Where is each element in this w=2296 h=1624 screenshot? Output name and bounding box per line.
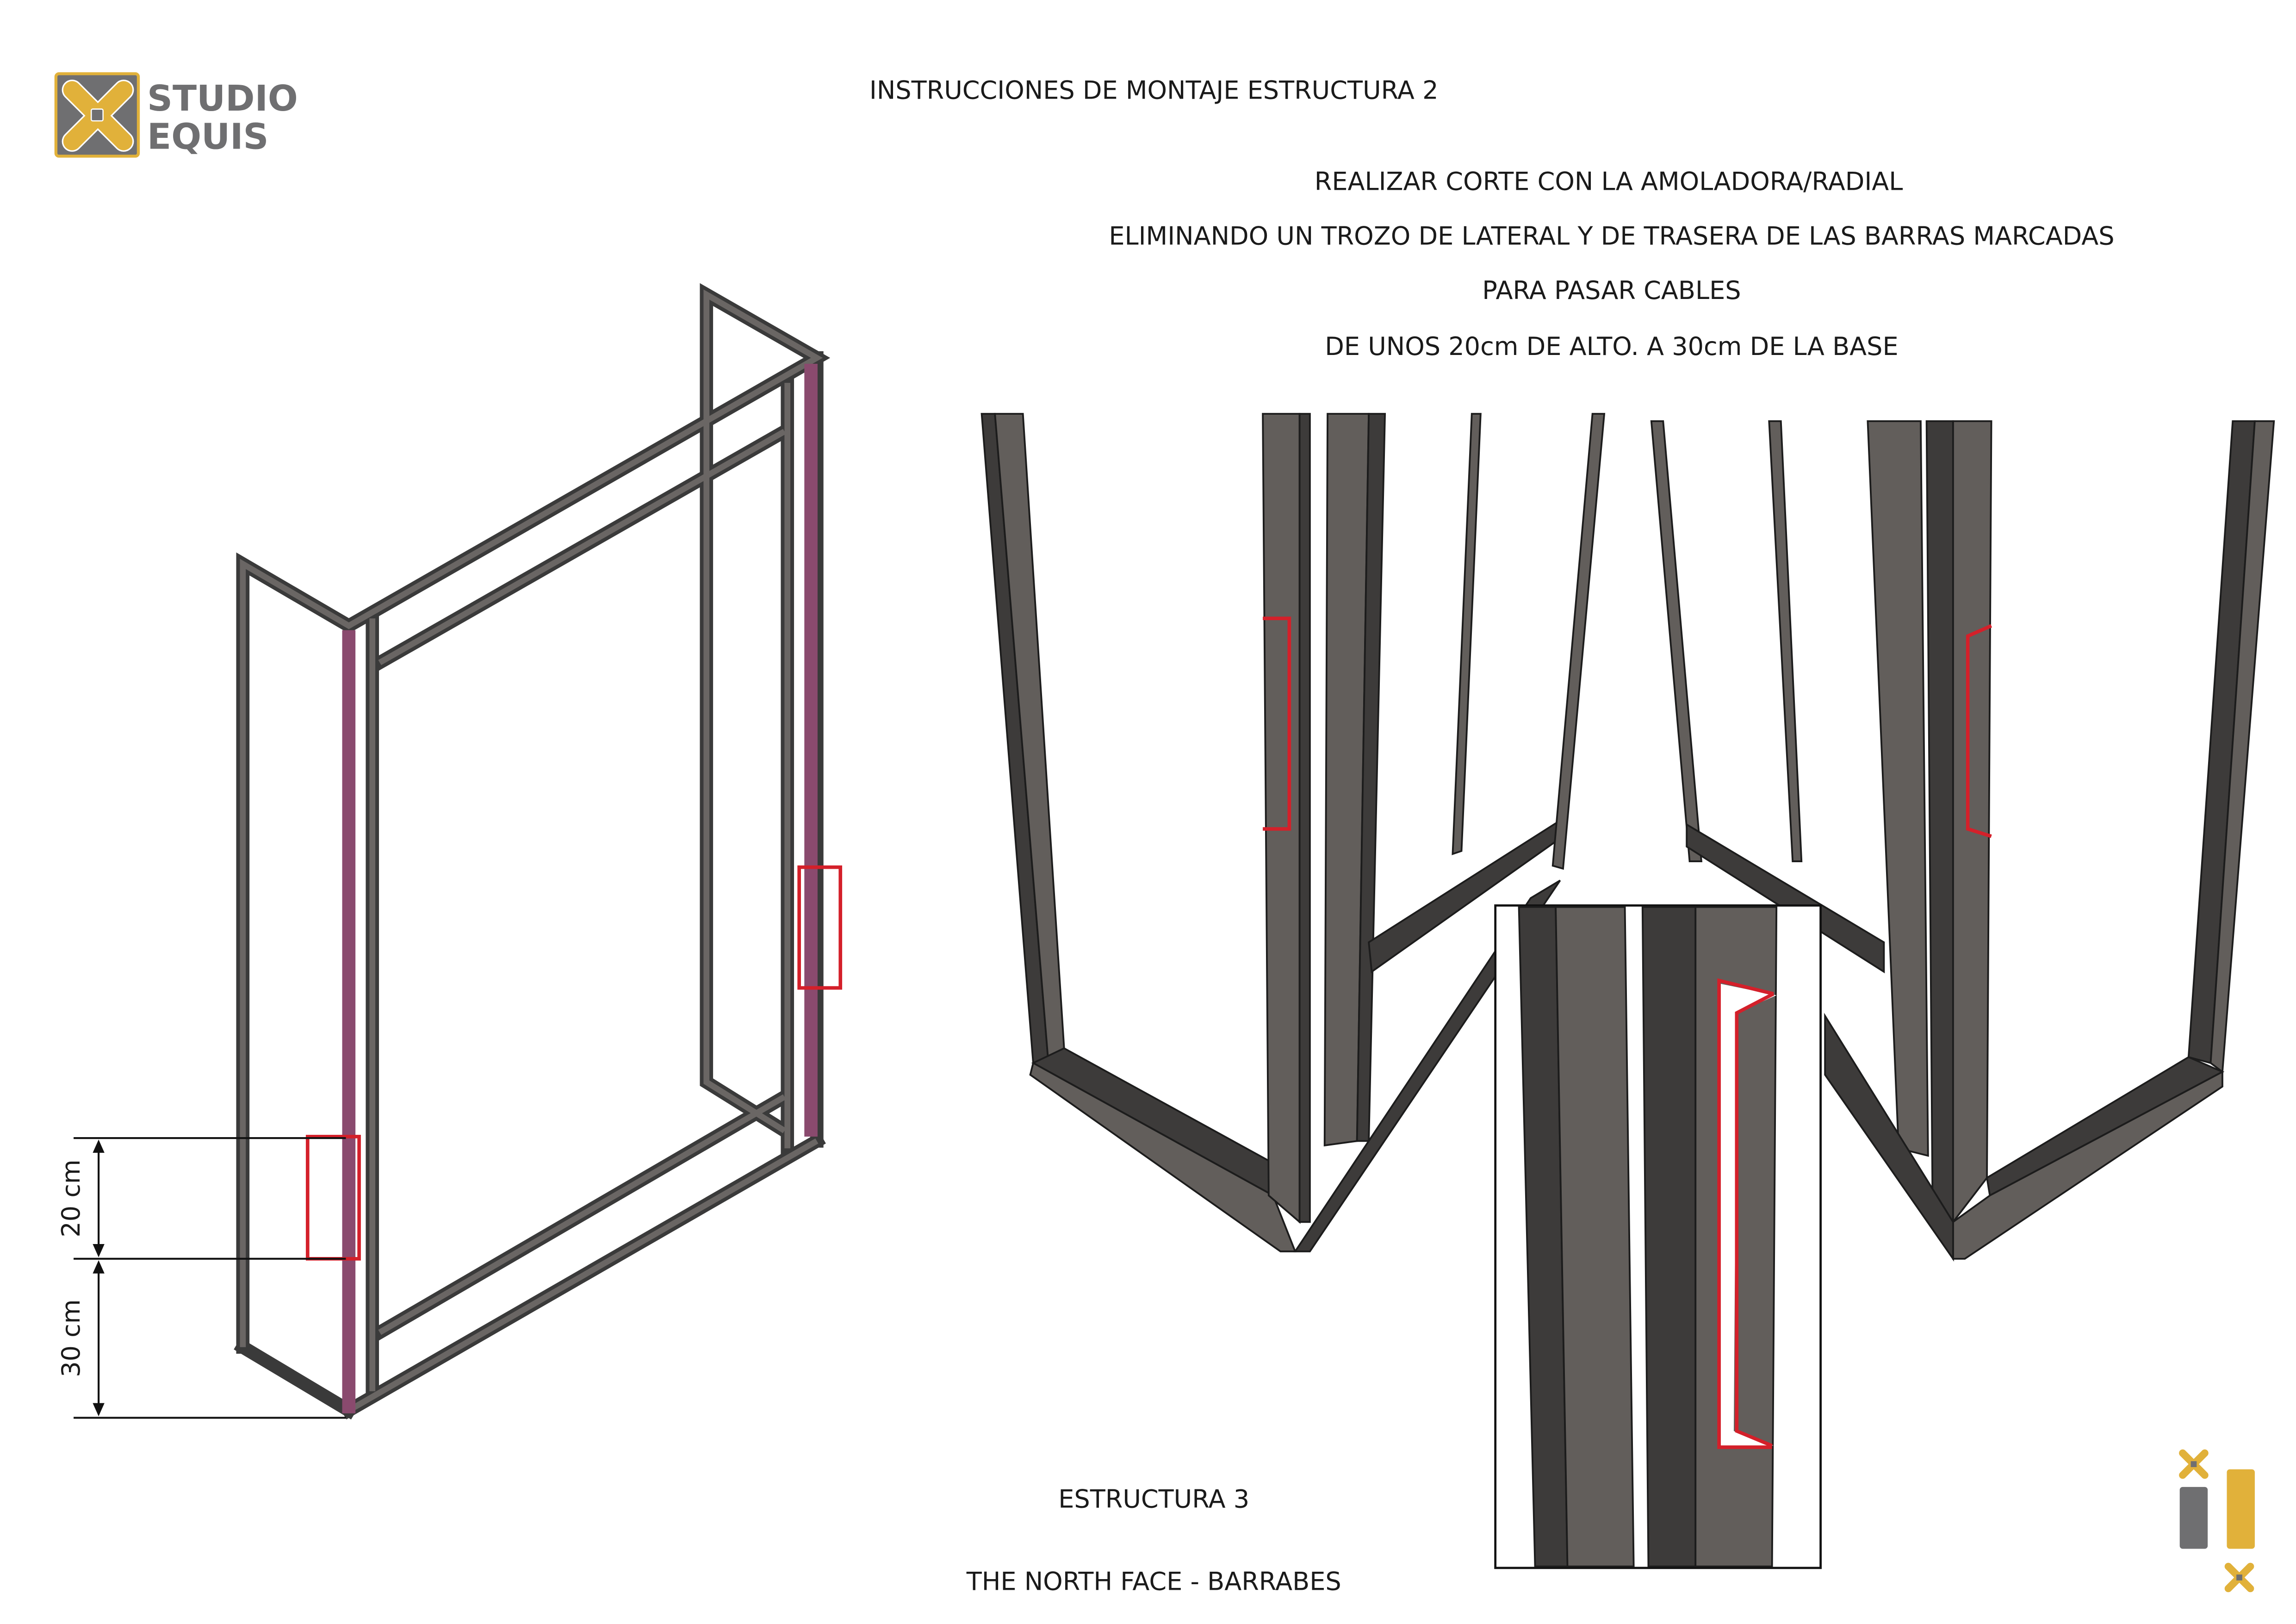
dimension-label-30: 30 cm [56, 1299, 86, 1377]
client-label: THE NORTH FACE - BARRABES [966, 1567, 1341, 1596]
instruction-line: PARA PASAR CABLES [1482, 276, 1741, 305]
instruction-line: ELIMINANDO UN TROZO DE LATERAL Y DE TRAS… [1109, 221, 2114, 250]
page-title: INSTRUCCIONES DE MONTAJE ESTRUCTURA 2 [869, 75, 1439, 105]
isometric-frame-diagram [234, 283, 843, 1420]
logo-x-icon [62, 80, 134, 152]
dimension-arrow-icon [93, 1139, 105, 1417]
instruction-line: REALIZAR CORTE CON LA AMOLADORA/RADIAL [1315, 167, 1903, 196]
instruction-line: DE UNOS 20cm DE ALTO. A 30cm DE LA BASE [1325, 332, 1898, 361]
cut-zone-marker [797, 865, 843, 990]
perspective-cut-detail [980, 413, 2275, 1262]
brand-mark-icon [2179, 1449, 2255, 1593]
dimension-label-20: 20 cm [56, 1159, 86, 1237]
logo-text-studio: STUDIO [147, 78, 298, 119]
structure-label: ESTRUCTURA 3 [1058, 1484, 1249, 1513]
dimension-lines: 20 cm 30 cm [56, 1137, 346, 1419]
instructions: REALIZAR CORTE CON LA AMOLADORA/RADIAL E… [1109, 167, 2114, 361]
studio-equis-logo: STUDIO EQUIS [54, 72, 298, 158]
logo-text-equis: EQUIS [147, 117, 268, 158]
cut-detail-inset [1494, 904, 1822, 1569]
